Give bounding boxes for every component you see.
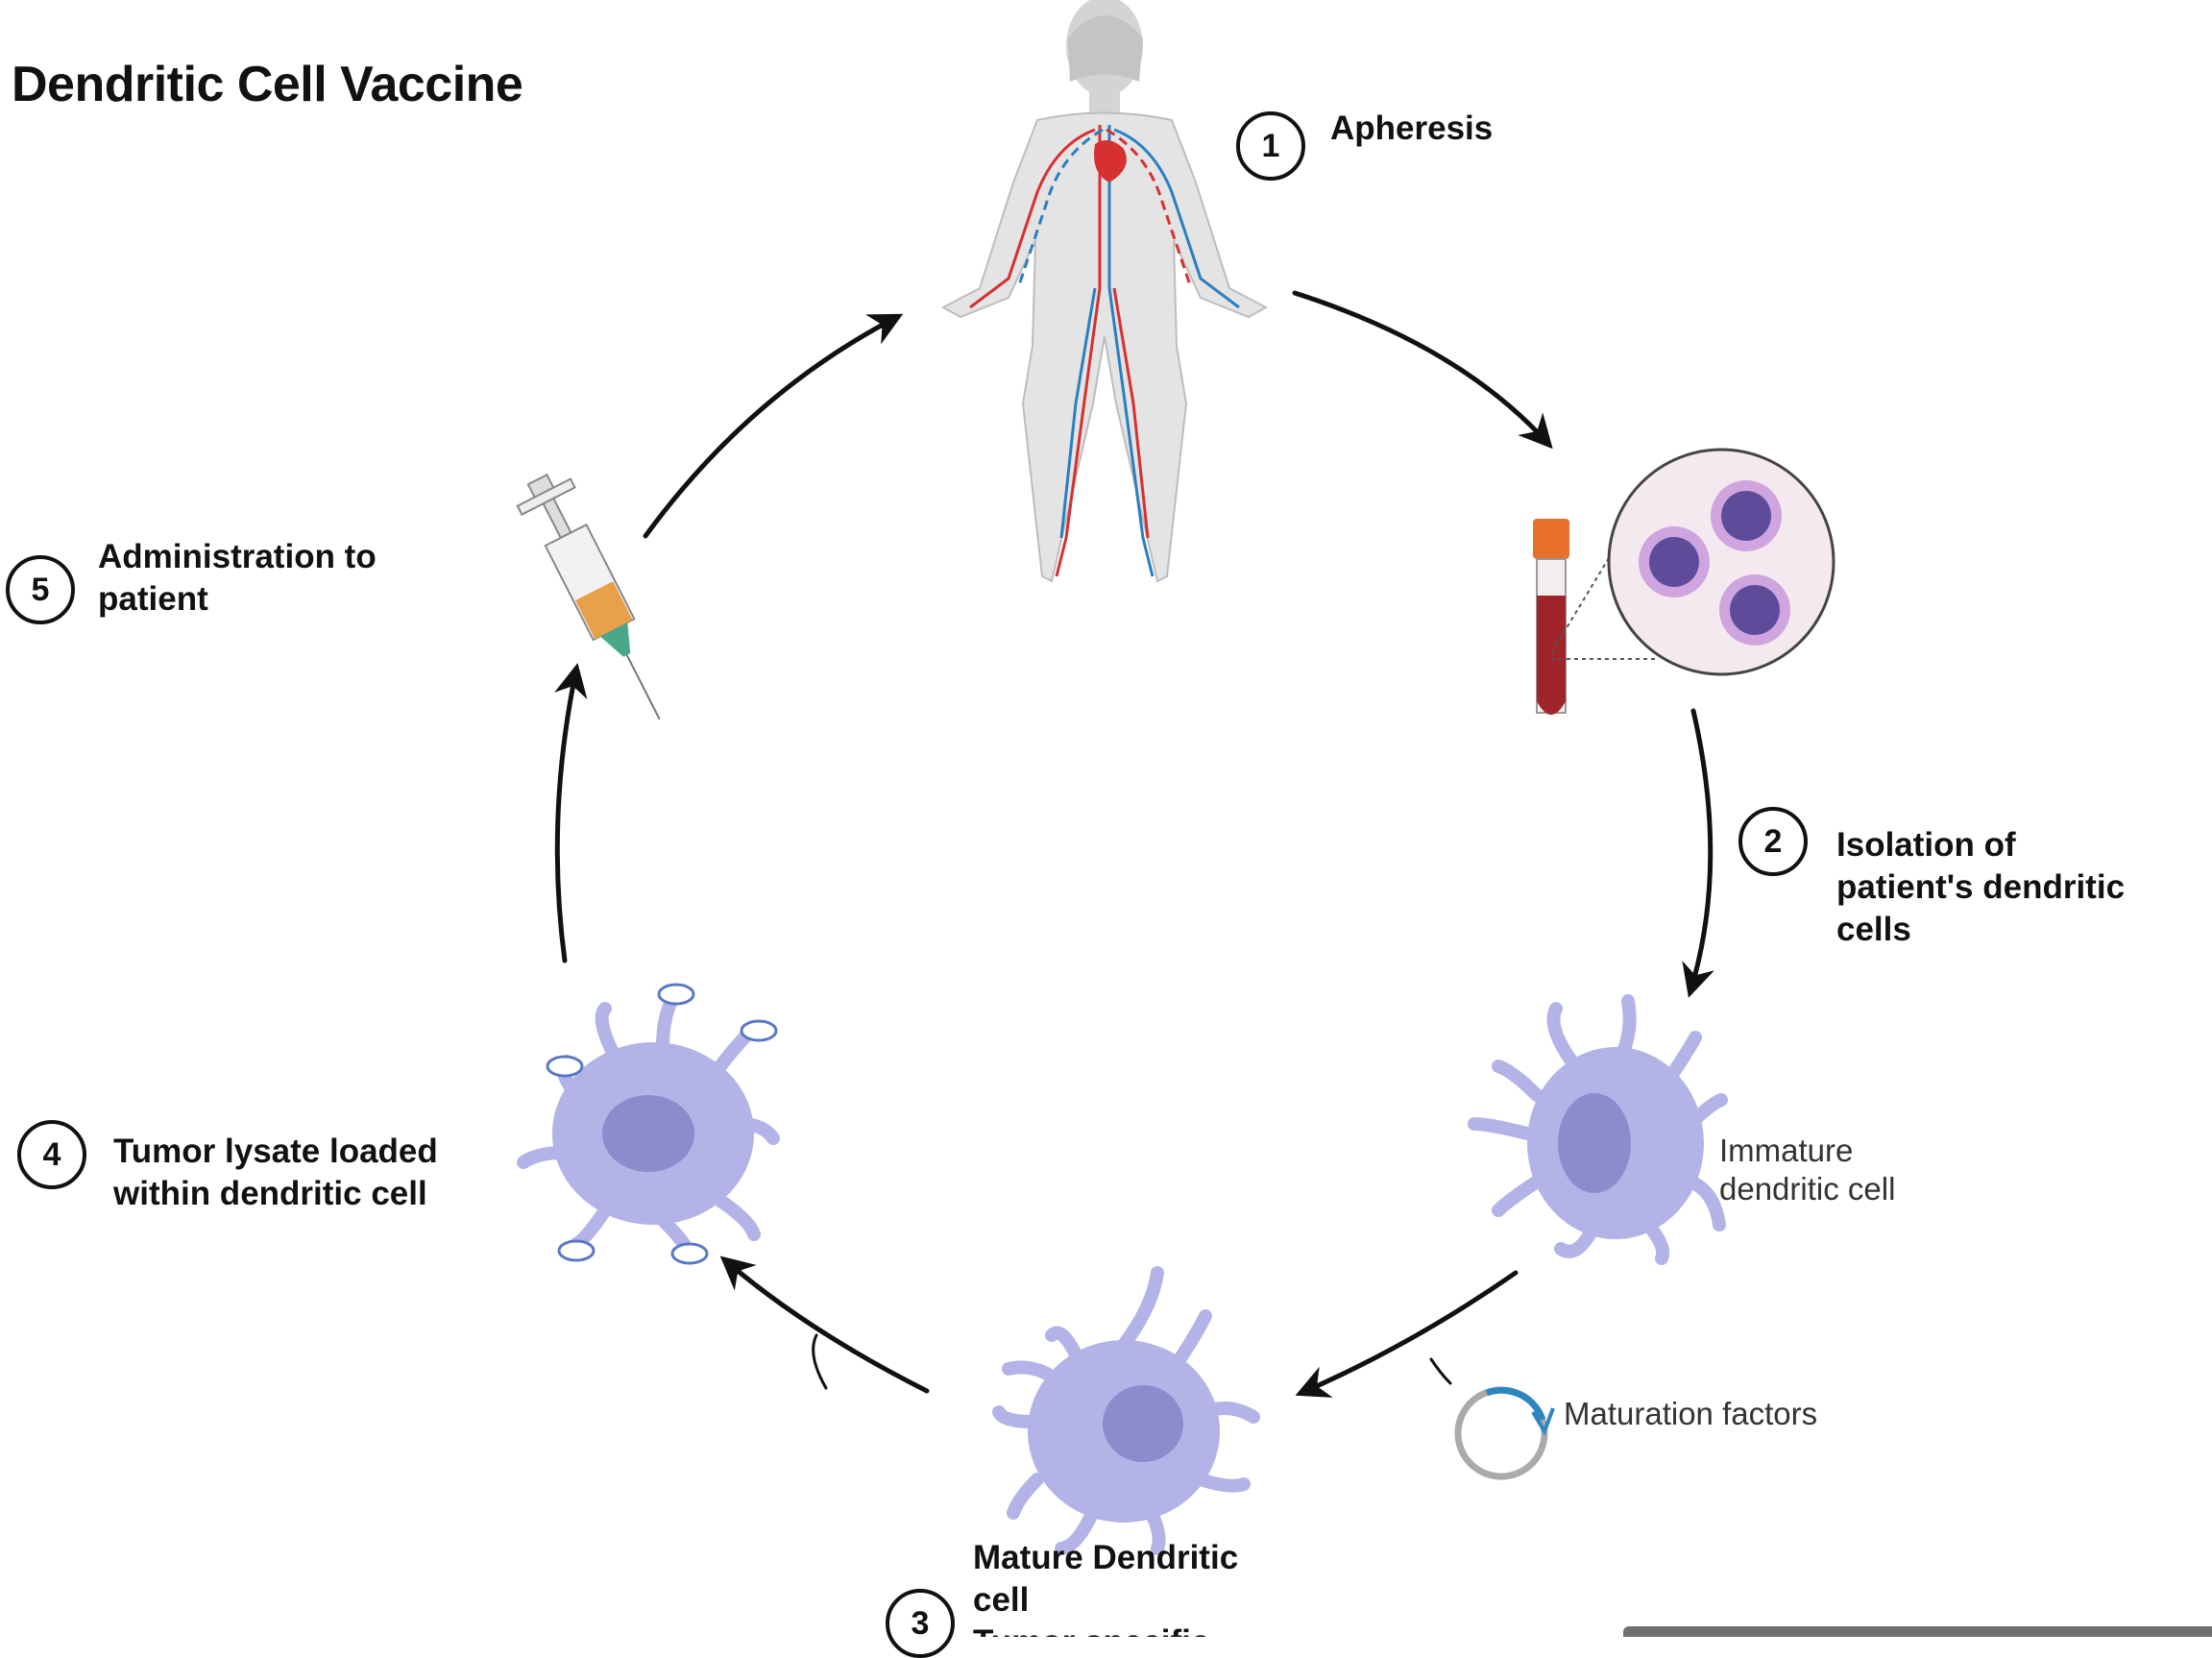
loaded-dendritic-cell-icon	[517, 983, 780, 1265]
arrow-immature-to-mature	[1295, 1270, 1519, 1398]
human-body-circulation-icon	[940, 0, 1269, 583]
step-3-marker: 3	[886, 1589, 955, 1658]
step-4-label-line: Tumor lysate loaded	[113, 1133, 438, 1170]
immature-dendritic-cell-icon	[1468, 994, 1728, 1265]
arrow-maturation-hook	[1429, 1357, 1452, 1385]
maturation-factors-label: Maturation factors	[1564, 1396, 1818, 1431]
step-5-label-line: Administration to	[98, 538, 377, 575]
arrow-syringe-to-body	[643, 313, 904, 539]
magnified-cells-icon	[1607, 448, 1835, 676]
immature-cell-label-line: Immature	[1719, 1133, 1854, 1168]
step-3-label: Mature Dendritic cell Tumor specific	[973, 1537, 1300, 1637]
arrow-loaded-to-syringe	[554, 663, 588, 963]
maturation-cycle-icon	[1454, 1386, 1555, 1480]
syringe-icon	[516, 473, 661, 720]
step-5-label: Administration to patient	[98, 536, 377, 621]
step-2-marker: 2	[1738, 807, 1808, 876]
step-5-marker: 5	[6, 555, 75, 624]
arrow-body-to-tube	[1292, 290, 1553, 450]
arrow-mature-hook	[812, 1333, 828, 1390]
step-2-label-line: Isolation of	[1836, 826, 2016, 864]
step-1-label: Apheresis	[1330, 108, 1493, 150]
immature-cell-label: Immature dendritic cell	[1719, 1132, 1895, 1208]
horizontal-scrollbar[interactable]	[1623, 1626, 2212, 1637]
blood-tube-icon	[1533, 519, 1569, 715]
step-1-marker: 1	[1236, 111, 1305, 181]
step-2-label-line: cells	[1836, 911, 1911, 948]
arrow-mature-to-loaded	[719, 1256, 930, 1394]
page-title: Dendritic Cell Vaccine	[12, 57, 523, 112]
step-3-label-line: Mature Dendritic	[973, 1539, 1239, 1576]
step-1-label-line: Apheresis	[1330, 110, 1494, 147]
step-2-label: Isolation of patient's dendritic cells	[1836, 824, 2125, 951]
step-5-label-line: patient	[98, 580, 208, 618]
cycle-arrows	[554, 290, 1714, 1398]
step-4-label: Tumor lysate loaded within dendritic cel…	[113, 1131, 438, 1215]
step-3-label-line: Tumor specific	[973, 1621, 1300, 1637]
immature-cell-label-line: dendritic cell	[1719, 1171, 1896, 1207]
mature-dendritic-cell-icon	[992, 1266, 1260, 1555]
step-4-label-line: within dendritic cell	[113, 1175, 427, 1212]
step-2-label-line: patient's dendritic	[1836, 868, 2126, 906]
step-3-label-line: cell	[973, 1581, 1030, 1619]
arrow-tube-to-immature	[1682, 708, 1714, 998]
step-4-marker: 4	[17, 1120, 86, 1189]
